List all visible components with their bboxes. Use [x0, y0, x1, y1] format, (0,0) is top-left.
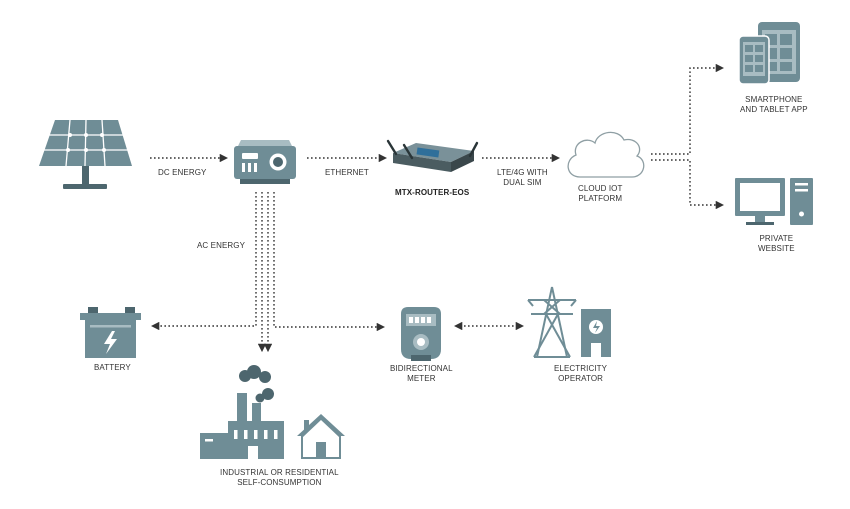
cloud-icon	[567, 131, 645, 178]
meter-label-line2: METER	[407, 374, 436, 383]
ac-to-battery-line	[150, 192, 257, 331]
meter-label: BIDIRECTIONAL METER	[390, 364, 453, 384]
cloud-label-line1: CLOUD IOT	[578, 184, 623, 193]
router-icon	[386, 139, 479, 172]
cloud-to-devices-line	[651, 63, 725, 155]
ethernet-label: ETHERNET	[325, 168, 369, 177]
ac-to-meter-line	[273, 192, 386, 332]
lte-label-line2: DUAL SIM	[503, 178, 542, 187]
lte-label: LTE/4G WITH DUAL SIM	[497, 168, 548, 188]
smartphone-tablet-icon	[738, 22, 800, 85]
smartphone-label: SMARTPHONE AND TABLET APP	[740, 95, 808, 115]
consumption-label-line1: INDUSTRIAL OR RESIDENTIAL	[220, 468, 339, 477]
consumption-label-line2: SELF-CONSUMPTION	[237, 478, 322, 487]
battery-label: BATTERY	[94, 363, 131, 372]
desktop-computer-icon	[735, 178, 813, 225]
router-label: MTX-ROUTER-EOS	[395, 188, 470, 197]
substation-icon	[581, 309, 611, 357]
cloud-label: CLOUD IOT PLATFORM	[578, 184, 622, 204]
smartphone-label-line2: AND TABLET APP	[740, 105, 808, 114]
operator-label-line2: OPERATOR	[558, 374, 604, 383]
meter-label-line1: BIDIRECTIONAL	[390, 364, 453, 373]
website-label-line1: PRIVATE	[759, 234, 794, 243]
ac-energy-label: AC ENERGY	[197, 241, 246, 250]
cloud-label-line2: PLATFORM	[578, 194, 623, 203]
battery-icon	[80, 307, 141, 358]
lte-label-line1: LTE/4G WITH	[497, 168, 548, 177]
operator-label-line1: ELECTRICITY	[554, 364, 608, 373]
house-icon	[297, 414, 345, 459]
solar-panel-icon	[39, 119, 132, 189]
meter-icon	[401, 307, 441, 361]
factory-icon	[200, 365, 284, 459]
operator-label: ELECTRICITY OPERATOR	[554, 364, 607, 384]
website-label: PRIVATE WEBSITE	[758, 234, 795, 254]
smartphone-label-line1: SMARTPHONE	[745, 95, 803, 104]
connectors	[150, 63, 725, 353]
consumption-label: INDUSTRIAL OR RESIDENTIAL SELF-CONSUMPTI…	[220, 468, 339, 488]
cloud-to-website-line	[651, 159, 725, 210]
power-tower-icon	[527, 286, 577, 358]
dc-energy-label: DC ENERGY	[158, 168, 207, 177]
inverter-icon	[234, 140, 296, 184]
website-label-line2: WEBSITE	[758, 244, 795, 253]
